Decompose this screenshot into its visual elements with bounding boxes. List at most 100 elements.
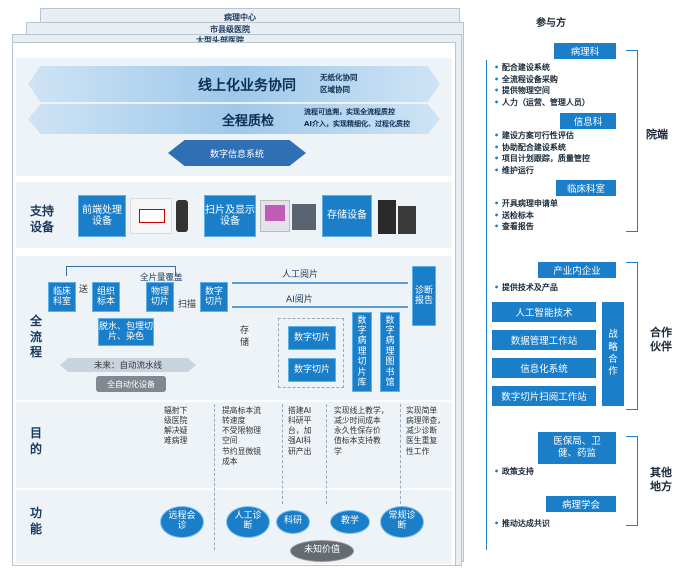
flow-box-dig2: 数字切片 [288, 358, 336, 382]
partner-bracket [626, 262, 638, 410]
bullet-item: 配合建设系统 [494, 62, 590, 74]
collab-note-1: 无纸化协同 [320, 73, 358, 82]
support-box-scan-display: 扫片及显示设备 [204, 195, 256, 237]
bullet-item: 人力（运营、管理人员） [494, 97, 590, 109]
barcode-gun-icon [176, 200, 188, 232]
function-routine-diagnosis: 常规诊断 [380, 506, 424, 538]
right-vline [486, 60, 487, 550]
collab-title: 线上化业务协同 [198, 78, 296, 94]
coverage-bracket [66, 266, 176, 276]
purpose-text: 学 [334, 446, 342, 456]
other-group-gov: 医保局、卫健、药监 [538, 432, 616, 464]
function-label: 功能 [30, 506, 43, 536]
divider-2 [282, 404, 283, 504]
hospital-group-pathology: 病理科 [554, 43, 616, 59]
scanner-box-icon [292, 204, 316, 230]
partner-list: 提供技术及产品 [494, 282, 558, 294]
store-label: 存储 [240, 326, 250, 348]
purpose-text: 台，加 [288, 426, 312, 436]
digital-system-label: 数字信息系统 [209, 149, 264, 160]
future-arrow-band: 未来：自动流水线 [60, 358, 196, 372]
support-box-frontend: 前端处理设备 [78, 195, 126, 237]
flow-box-digital: 数字切片 [200, 282, 228, 312]
purpose-text: 减少诊断 [406, 426, 438, 436]
flow-box-dig1: 数字切片 [288, 326, 336, 350]
bullet-item: 全流程设备采购 [494, 74, 590, 86]
digital-system-diamond: 数字信息系统 [168, 140, 306, 166]
hospital-info-list: 建设方案可行性评估 协助配合建设系统 项目计划跟踪，质量管控 维护运行 [494, 130, 590, 176]
stack-tab-label-1: 病理中心 [224, 13, 256, 22]
manual-read-line [232, 282, 408, 284]
flow-box-lib: 数字病理切片库 [352, 312, 372, 392]
qc-band: 全程质检 流程可追溯，实现全流程质控 AI介入，实现精细化、过程化质控 [28, 104, 440, 134]
purpose-col-2: 提高标本流 转速度 不受限物理 空间 节约显微镜 成本 [222, 406, 261, 467]
qc-title: 全程质检 [222, 114, 275, 129]
purpose-text: 不受限物理 [222, 426, 261, 436]
hospital-pathology-list: 配合建设系统 全流程设备采购 提供物理空间 人力（运营、管理人员） [494, 62, 590, 108]
function-unknown-value: 未知价值 [290, 540, 354, 562]
hospital-label: 院端 [646, 128, 668, 141]
partner-box-data: 数据管理工作站 [492, 330, 596, 350]
other-gov-list: 政策支持 [494, 466, 534, 478]
purpose-text: 强AI科 [288, 436, 312, 446]
stack-tab-label-3: 大型头部医院 [196, 36, 244, 45]
scanner-device-icon [130, 198, 172, 234]
stack-tab-label-2: 市县级医院 [210, 25, 250, 34]
purpose-text: 实现线上教学， [334, 406, 389, 415]
purpose-text: 科研平 [288, 416, 312, 426]
ai-read-label: AI阅片 [286, 295, 313, 305]
other-group-society: 病理学会 [546, 496, 616, 512]
auto-device-box: 全自动化设备 [96, 376, 166, 392]
partner-box-info: 信息化系统 [492, 358, 596, 378]
purpose-text: 永久性保存价 [334, 426, 381, 436]
right-header: 参与方 [536, 18, 566, 29]
collab-note-2: 区域协同 [320, 85, 350, 94]
hospital-bracket [626, 50, 638, 232]
partner-strategic: 战略合作 [602, 302, 624, 406]
flow-box-physical: 物理切片 [146, 282, 174, 312]
auto-device-label: 全自动化设备 [107, 379, 155, 389]
flow-label: 全流程 [30, 314, 43, 360]
purpose-text: 值标本支持教 [334, 436, 381, 446]
purpose-col-5: 实现简单 病理筛查， 减少诊断 医生重复 性工作 [406, 406, 445, 457]
bullet-item: 推动达成共识 [494, 518, 550, 530]
flow-box-dehydrate: 脱水、包埋切片、染色 [98, 318, 154, 346]
purpose-text: 实现简单 [406, 406, 438, 415]
purpose-label: 目的 [30, 426, 43, 456]
purpose-col-3: 搭建AI 科研平 台，加 强AI科 研产出 [288, 406, 311, 457]
send-label: 送 [79, 285, 89, 295]
purpose-text: 空间 [222, 436, 238, 446]
bullet-item: 查看报告 [494, 221, 558, 233]
bullet-item: 建设方案可行性评估 [494, 130, 590, 142]
hospital-group-clinical: 临床科室 [556, 180, 616, 196]
bullet-item: 提供技术及产品 [494, 282, 558, 294]
display-device-icon [260, 200, 290, 232]
bullet-item: 维护运行 [494, 165, 590, 177]
storage-dash-box [278, 318, 344, 388]
section-bg-flow [16, 256, 452, 400]
partner-box-ai: 人工智能技术 [492, 302, 596, 322]
purpose-text: 难病理 [164, 436, 188, 446]
future-label: 未来：自动流水线 [93, 361, 162, 371]
purpose-text: 节约显微镜 [222, 446, 261, 456]
bullet-item: 提供物理空间 [494, 85, 590, 97]
other-bracket [626, 436, 638, 526]
support-label: 支持设备 [30, 204, 55, 234]
purpose-text: 研产出 [288, 446, 312, 456]
function-remote-consult: 远程会诊 [160, 506, 204, 538]
hospital-group-info: 信息科 [560, 113, 616, 129]
purpose-text: 性工作 [406, 446, 430, 456]
support-box-storage: 存储设备 [322, 195, 372, 237]
other-label: 其他地方 [650, 466, 672, 494]
manual-read-label: 人工阅片 [282, 270, 319, 280]
bullet-item: 送检标本 [494, 210, 558, 222]
divider-4 [400, 404, 401, 504]
purpose-text: 减少时间成本 [334, 416, 381, 426]
purpose-text: 搭建AI [288, 406, 312, 415]
purpose-text: 转速度 [222, 416, 246, 426]
purpose-text: 医生重复 [406, 436, 438, 446]
hospital-clinical-list: 开具病理申请单 送检标本 查看报告 [494, 198, 558, 233]
purpose-col-4: 实现线上教学， 减少时间成本 永久性保存价 值标本支持教 学 [334, 406, 389, 457]
function-teaching: 教学 [330, 510, 370, 534]
qc-note-1: 流程可追溯，实现全流程质控 [304, 108, 395, 116]
